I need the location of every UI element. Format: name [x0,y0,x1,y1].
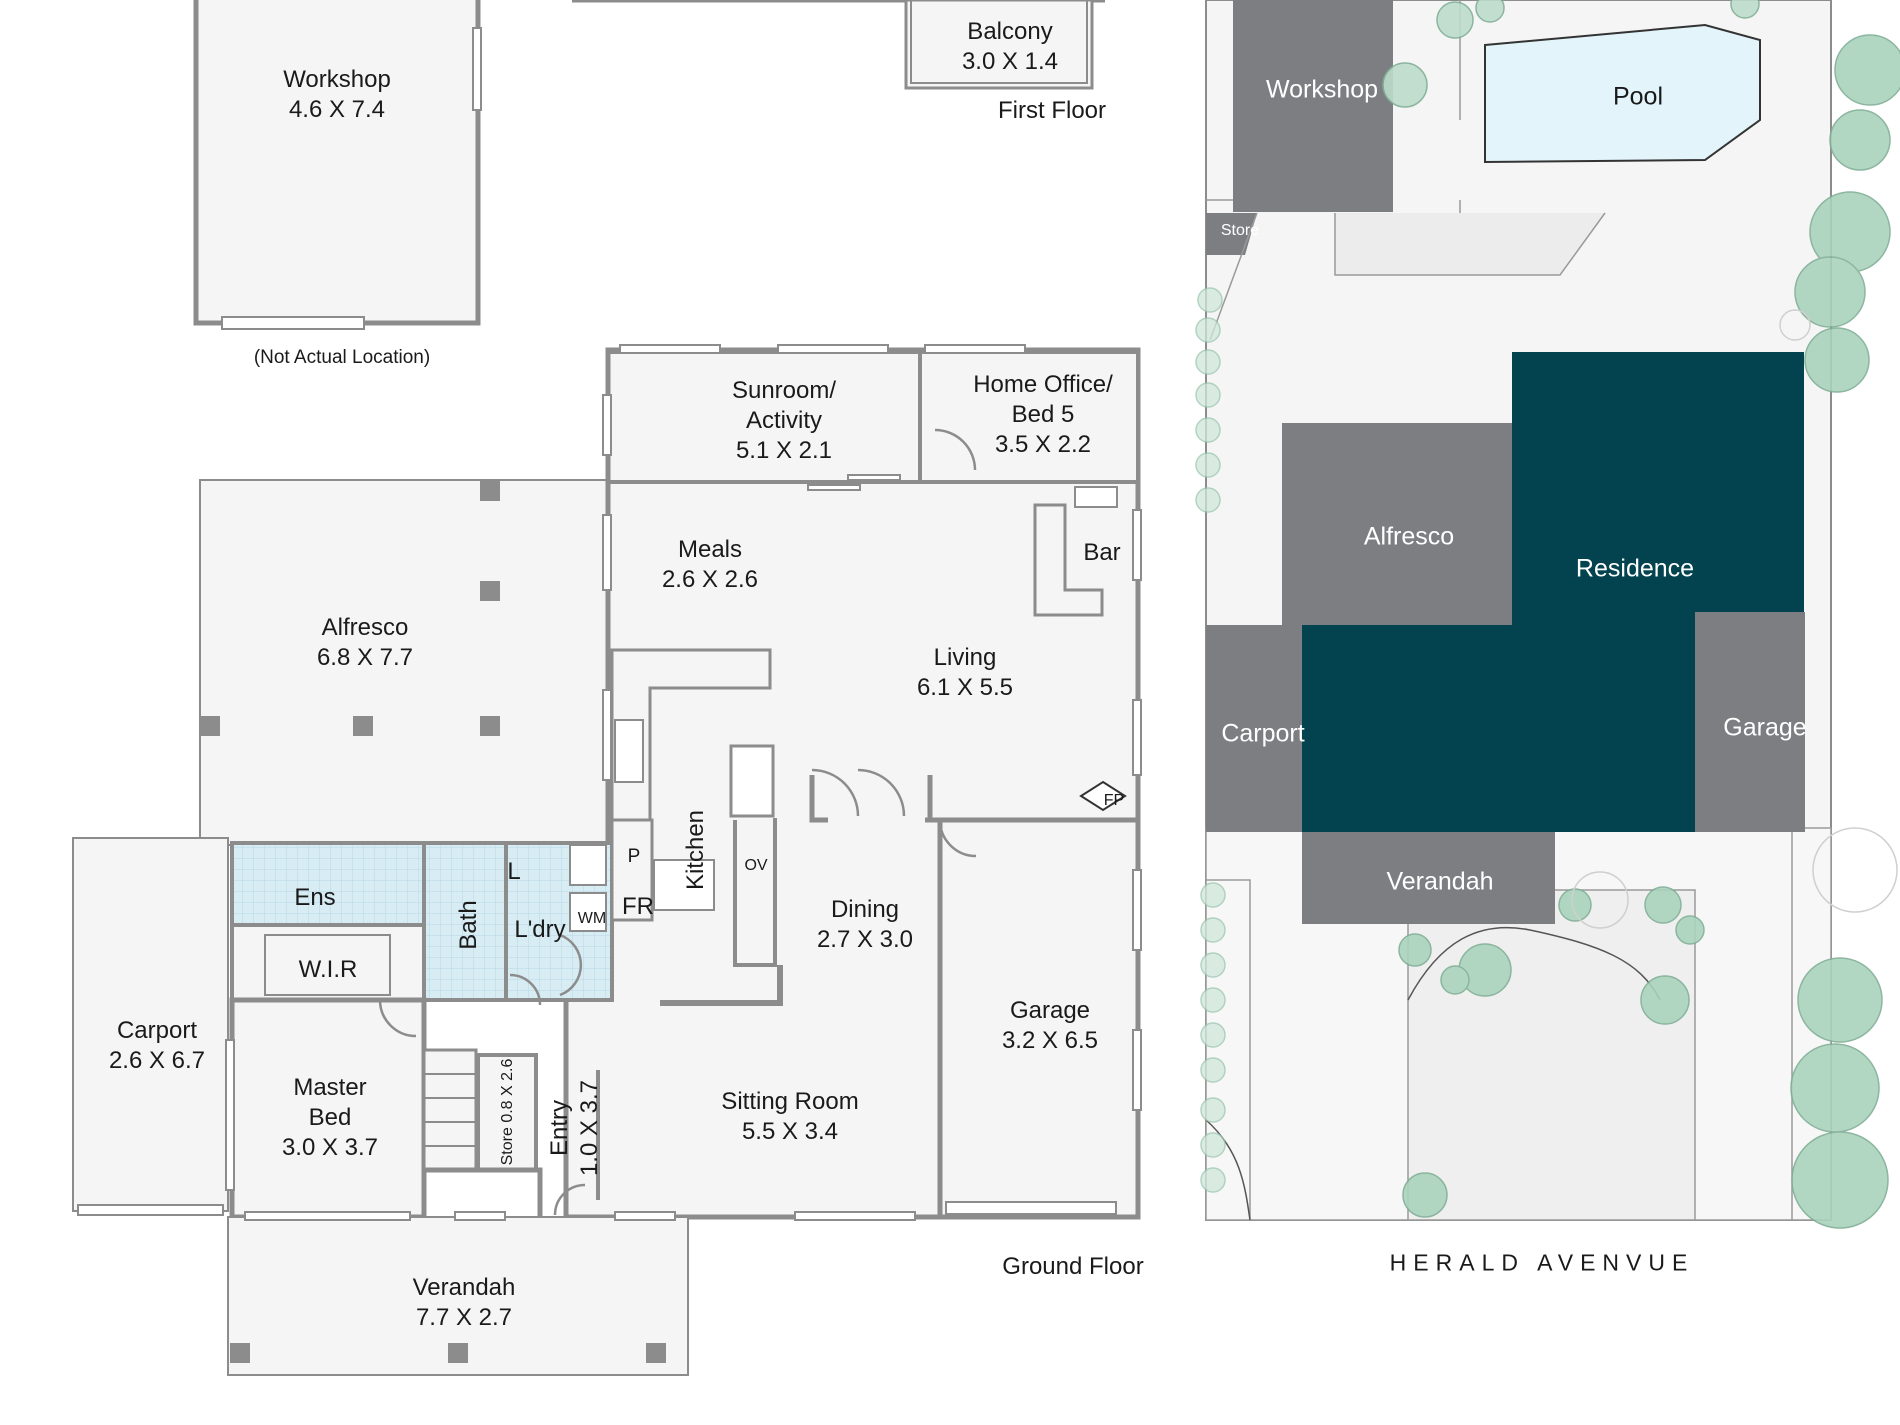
store-block [1206,213,1257,255]
entry-label: Entry 1.0 X 3.7 [546,1079,603,1177]
master-bed-room [229,997,427,1220]
site-residence-label: Residence [1575,554,1695,583]
linen-label: L [507,858,521,885]
sitting-room-label: Sitting Room 5.5 X 3.4 [721,1088,859,1145]
verandah-block [1302,832,1555,924]
carport-block [1206,625,1302,832]
verandah-label: Verandah 7.7 X 2.7 [412,1274,516,1331]
master-bed-label: Master Bed 3.0 X 3.7 [281,1074,379,1161]
garage-block [1695,612,1805,832]
alfresco-label: Alfresco 6.8 X 7.7 [316,614,414,671]
living-label: Living 6.1 X 5.5 [916,644,1014,701]
alfresco-block [1282,423,1512,625]
bar-label: Bar [1083,539,1121,566]
site-plan [1195,0,1900,1229]
wir-label: W.I.R [298,956,358,983]
site-store-label: Store [1220,222,1260,239]
bath-label: Bath [455,900,482,950]
site-verandah-label: Verandah [1386,867,1494,896]
store-label: Store 0.8 X 2.6 [499,1058,516,1166]
carport-area [72,837,229,1212]
site-workshop-label: Workshop [1265,75,1379,104]
alfresco-area [199,479,609,846]
first-floor-title: First Floor [998,97,1106,124]
ground-floor-plan [72,0,1142,1376]
fridge-label: FR [622,893,654,920]
workshop-label: Workshop 4.6 X 7.4 [283,66,391,123]
ground-floor-title: Ground Floor [1002,1253,1144,1280]
fireplace-label: FP [1103,792,1125,809]
pool-shape [1484,23,1761,164]
workshop-location-note: (Not Actual Location) [253,347,431,369]
washer-label: WM [577,910,607,927]
site-garage-label: Garage [1723,713,1807,742]
site-carport-label: Carport [1221,719,1305,748]
residence-block [1302,352,1804,832]
balcony-room [904,0,1094,90]
stairs [422,1048,478,1172]
meals-label: Meals 2.6 X 2.6 [661,536,759,593]
trees [1195,0,1900,1229]
site-pool-label: Pool [1612,82,1664,111]
pantry-label: P [627,846,641,868]
home-office-room [918,350,1140,484]
site-alfresco-label: Alfresco [1363,522,1455,551]
laundry-label: L'dry [514,916,566,943]
bath-room [422,841,508,1002]
home-office-label: Home Office/ Bed 5 3.5 X 2.2 [973,371,1113,458]
carport-label: Carport 2.6 X 6.7 [108,1017,206,1074]
workshop-block [1233,0,1393,212]
bar-counter [1033,503,1104,617]
garage-label: Garage 3.2 X 6.5 [1001,997,1099,1054]
dining-label: Dining 2.7 X 3.0 [816,896,914,953]
oven-label: OV [744,857,768,874]
balcony-label: Balcony 3.0 X 1.4 [961,18,1059,75]
sunroom-label: Sunroom/ Activity 5.1 X 2.1 [731,377,837,464]
ensuite-label: Ens [294,884,336,911]
workshop-room [193,0,481,326]
street-name: HERALD AVENVUE [1389,1249,1695,1276]
kitchen-label: Kitchen [682,809,709,891]
